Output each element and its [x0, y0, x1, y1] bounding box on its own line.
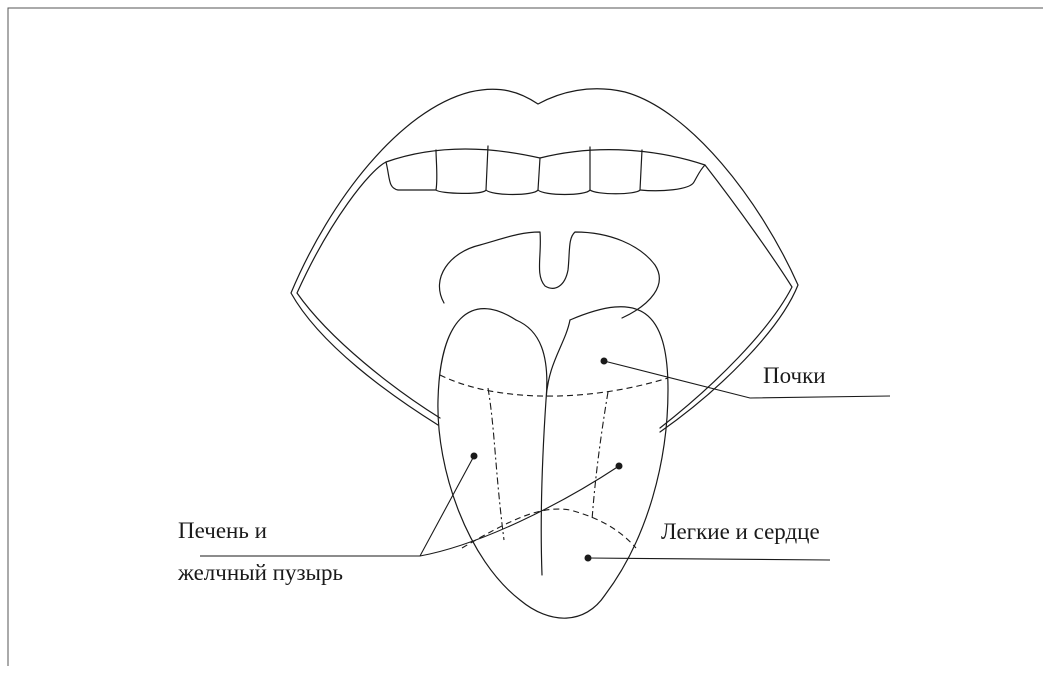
- zone-dot-gallbladder: [616, 463, 623, 470]
- frame-border: [8, 8, 1043, 666]
- label-liver-line2: желчный пузырь: [177, 560, 343, 585]
- leader-lungs-heart: [588, 558, 830, 560]
- zone-border-liver-left: [488, 388, 504, 540]
- zone-dot-liver: [471, 453, 478, 460]
- zone-dot-lungs-heart: [585, 555, 592, 562]
- label-kidneys: Почки: [763, 363, 826, 388]
- leader-kidneys: [604, 361, 890, 398]
- uvula: [439, 232, 659, 318]
- label-liver-line1: Печень и: [178, 518, 267, 543]
- outer-lips: [291, 89, 798, 432]
- zone-border-kidneys: [440, 375, 668, 396]
- zone-border-lungs-heart: [462, 509, 636, 548]
- label-lungs-heart: Легкие и сердце: [661, 519, 820, 544]
- tongue-outline: [438, 307, 668, 618]
- zone-dot-kidneys: [601, 358, 608, 365]
- zone-border-liver-right: [592, 392, 608, 520]
- leader-gallbladder: [420, 466, 619, 556]
- tongue-midline: [516, 320, 570, 575]
